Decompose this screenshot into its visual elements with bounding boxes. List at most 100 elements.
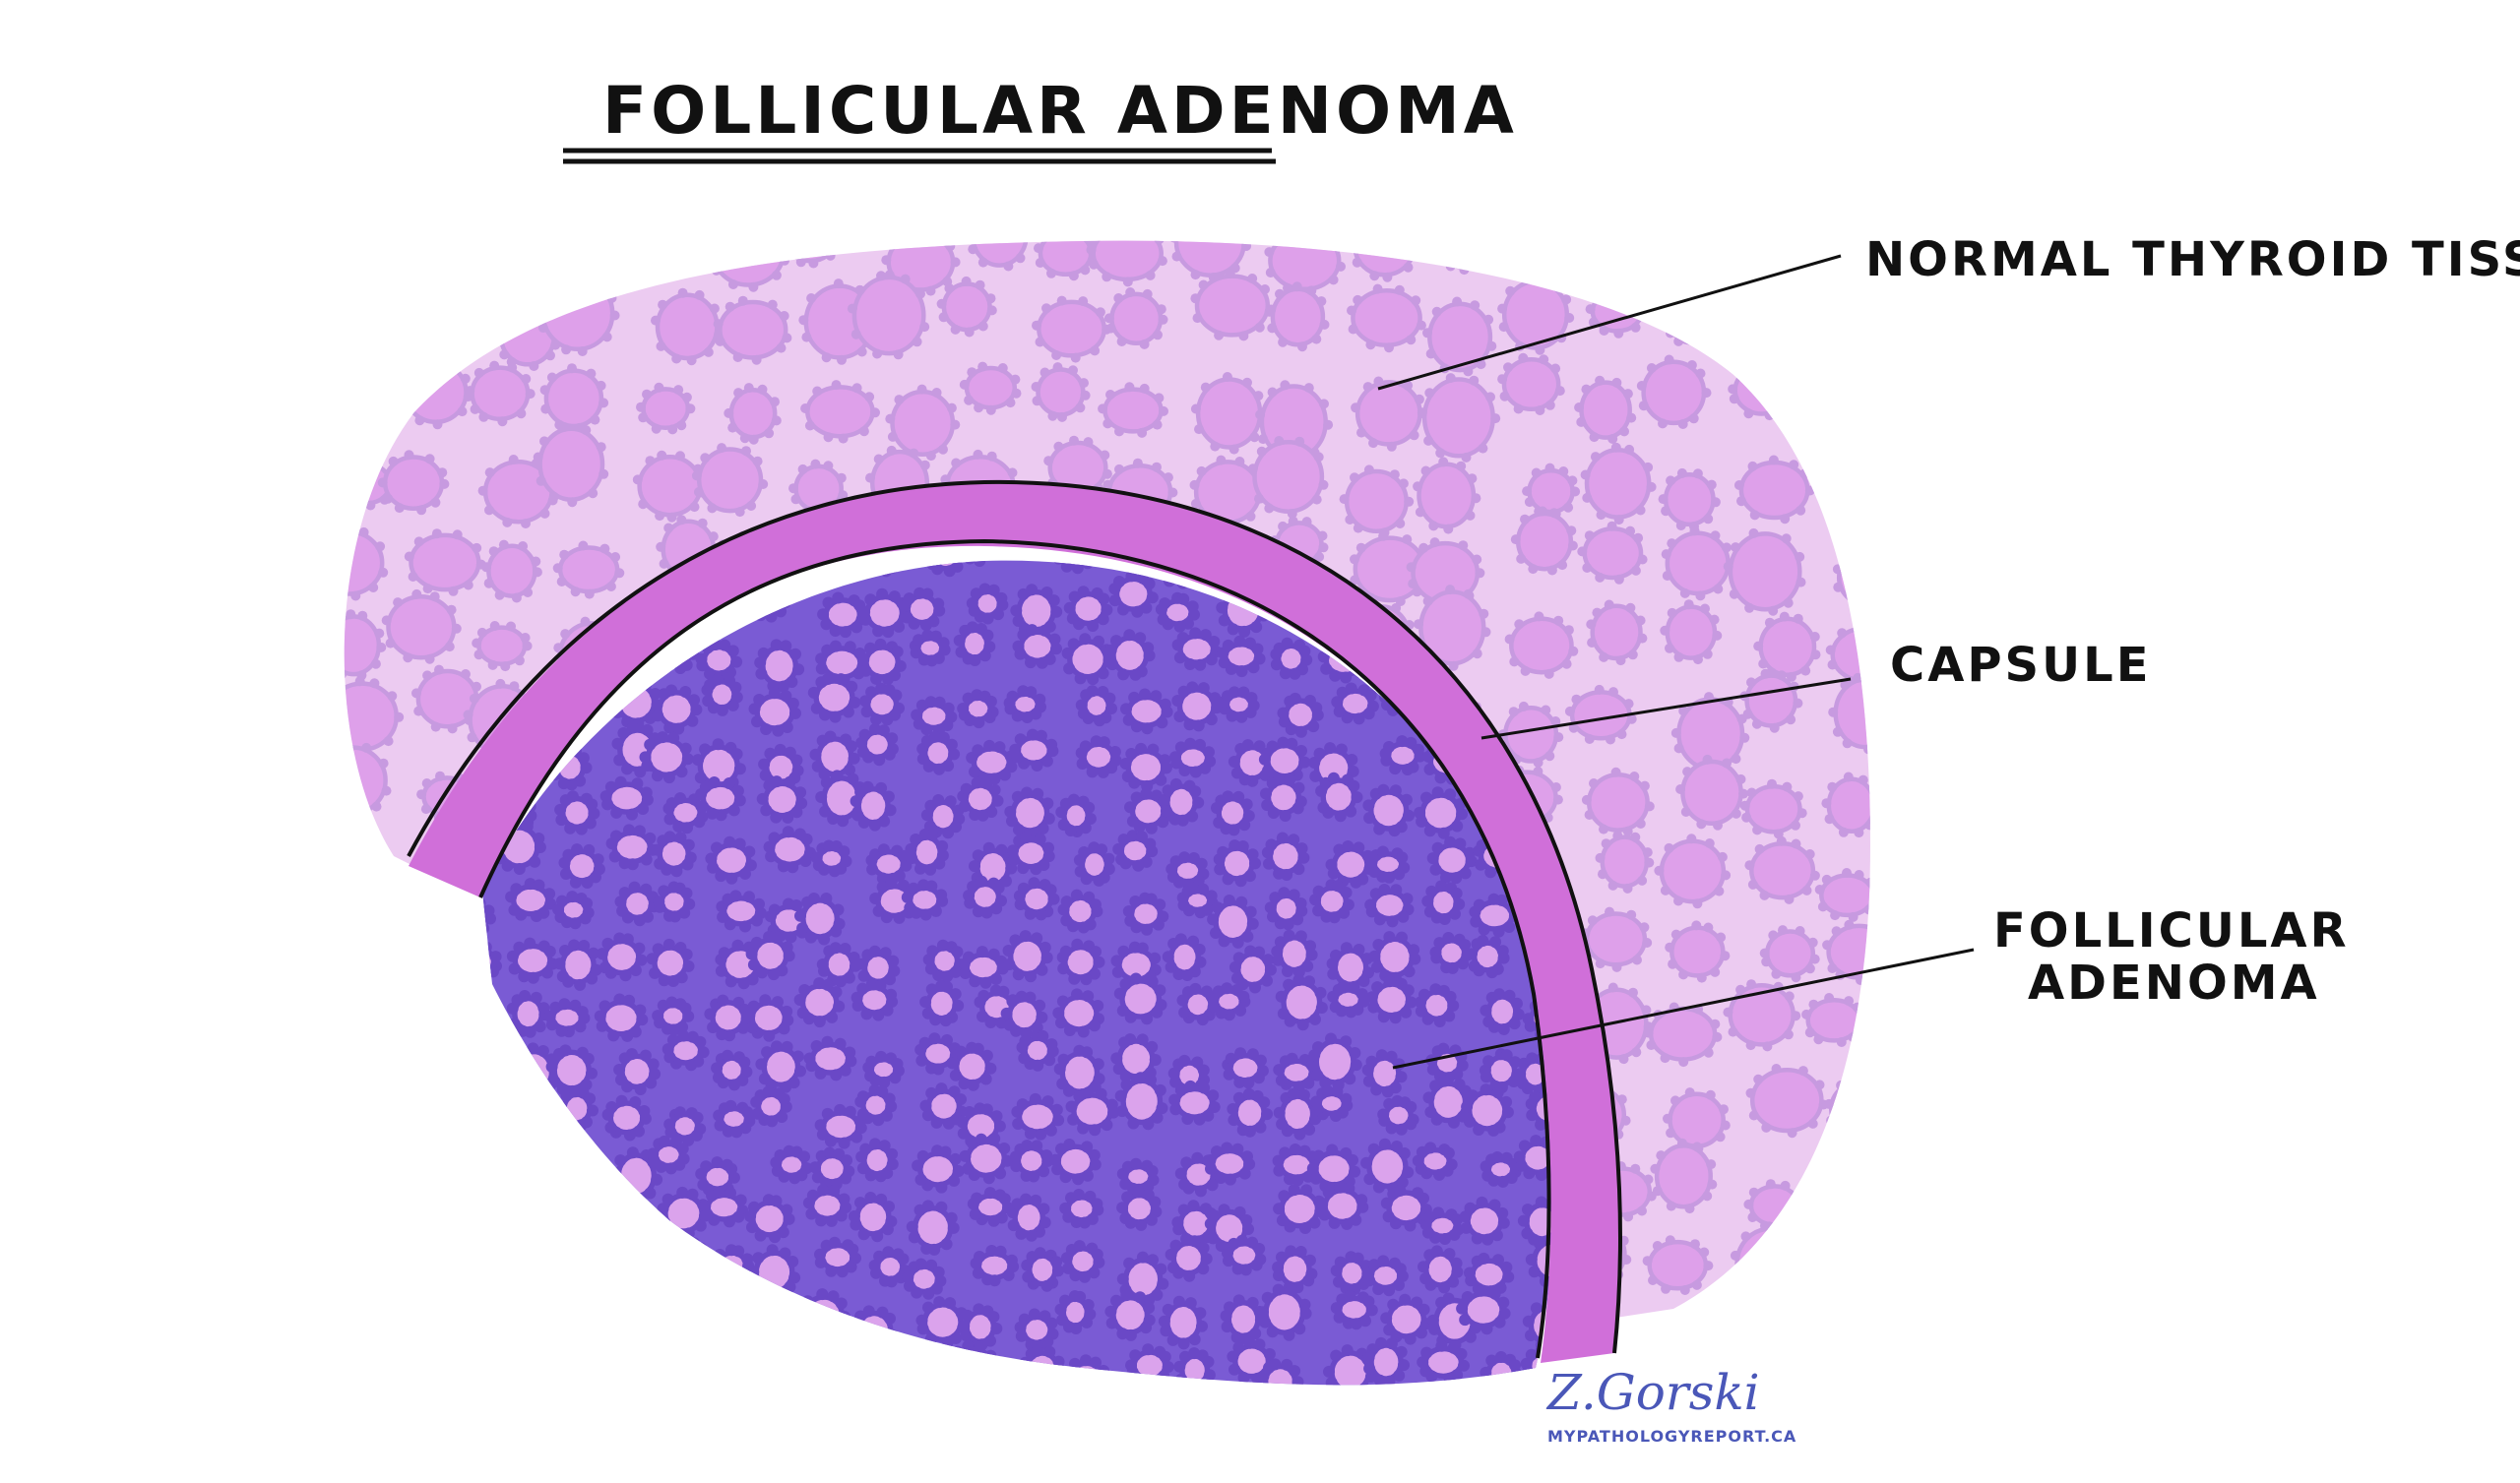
follicular-cell [1266,304,1277,315]
follicular-cell [1411,248,1420,259]
follicular-cell [1283,773,1295,786]
follicular-cell [629,675,642,688]
follicular-cell [779,596,791,609]
follicular-cell [739,433,750,444]
follicular-cell [1113,293,1124,303]
follicular-cell [489,360,500,371]
follicular-cell [579,1193,590,1204]
follicular-cell [540,403,551,414]
follicular-cell [1423,905,1436,918]
follicular-cell [1003,261,1014,272]
follicular-cell [882,790,895,803]
follicular-cell [1814,240,1825,241]
follicular-cell [476,627,487,638]
follicular-cell [1754,843,1765,854]
follicular-cell [472,638,482,649]
follicular-cell [1708,301,1719,312]
follicular-cell [652,710,664,722]
follicular-cell [767,299,778,310]
follicular-cell [820,618,833,631]
follicular-cell [1115,853,1128,866]
follicular-cell [1328,275,1339,285]
follicular-cell [644,738,657,751]
follicular-cell [531,910,542,922]
follicular-cell [1637,1205,1647,1216]
follicular-cell [1644,857,1655,868]
follicular-cell [1394,284,1405,295]
follicular-cell [385,1177,396,1188]
follicular-cell [1420,465,1431,476]
follicular-cell [1567,540,1578,551]
follicular-cell [393,1052,404,1063]
follicular-cell [1414,619,1423,630]
follicular-cell [486,1223,496,1234]
follicular-cell [937,637,950,649]
follicular-cell [1550,782,1561,792]
follicular-cell [393,597,404,608]
follicular-cell [1258,434,1269,445]
follicular-cell [1694,260,1705,271]
follicular-cell [644,832,657,844]
follicular-cell [1661,1283,1671,1294]
follicular-cell [450,927,461,938]
follicular-cell [1730,1250,1740,1261]
follicular-cell [577,1149,588,1160]
follicular-cell [429,1282,440,1293]
follicular-cell [794,909,806,922]
follicular-cell [447,268,458,278]
follicular-cell [825,564,838,577]
follicular-cell [414,910,425,921]
follicular-cell [739,920,751,933]
normal-follicle [1741,291,1811,364]
follicular-cell [315,789,325,799]
follicular-cell [821,571,832,582]
follicular-cell [790,494,801,505]
follicular-cell [820,219,830,229]
follicular-cell [1814,885,1825,895]
follicular-cell [1794,1193,1804,1204]
follicular-cell [1205,890,1218,902]
follicular-cell [1472,649,1482,659]
follicular-cell [381,785,392,796]
follicular-cell [1686,360,1697,370]
follicular-cell [1748,1187,1759,1198]
follicular-cell [1030,863,1042,876]
follicular-cell [1670,727,1681,738]
follicular-cell [1863,904,1870,915]
follicular-cell [1676,467,1687,478]
follicular-cell [1786,1217,1796,1228]
follicular-cell [522,1239,533,1250]
follicular-cell [924,547,936,559]
follicular-cell [1715,1132,1726,1143]
follicular-cell [1604,599,1614,610]
normal-follicle [344,1160,400,1219]
follicular-cell [592,853,604,866]
follicular-cell [919,619,932,632]
normal-follicle [380,1173,452,1238]
follicular-cell [385,1276,396,1287]
follicular-cell [626,721,639,734]
follicular-cell [421,778,432,788]
follicular-cell [961,276,972,286]
follicular-cell [850,621,863,634]
follicular-cell [1373,376,1384,387]
follicular-cell [1435,880,1448,893]
follicular-cell [1031,382,1041,392]
follicular-cell [1635,615,1646,626]
follicular-cell [1637,875,1648,886]
normal-follicle [647,1236,714,1300]
follicular-cell [390,245,401,256]
follicular-cell [1438,457,1449,467]
follicular-cell [518,1224,528,1235]
follicular-cell [677,287,688,298]
follicular-cell [1137,427,1148,438]
follicular-cell [569,876,582,889]
follicular-cell [430,497,441,508]
follicular-cell [405,340,415,350]
follicular-cell [1079,633,1092,646]
follicular-cell [707,503,718,514]
follicular-cell [357,610,368,621]
follicular-cell [1235,665,1248,678]
follicular-cell [1544,668,1554,679]
follicular-cell [1504,634,1515,645]
